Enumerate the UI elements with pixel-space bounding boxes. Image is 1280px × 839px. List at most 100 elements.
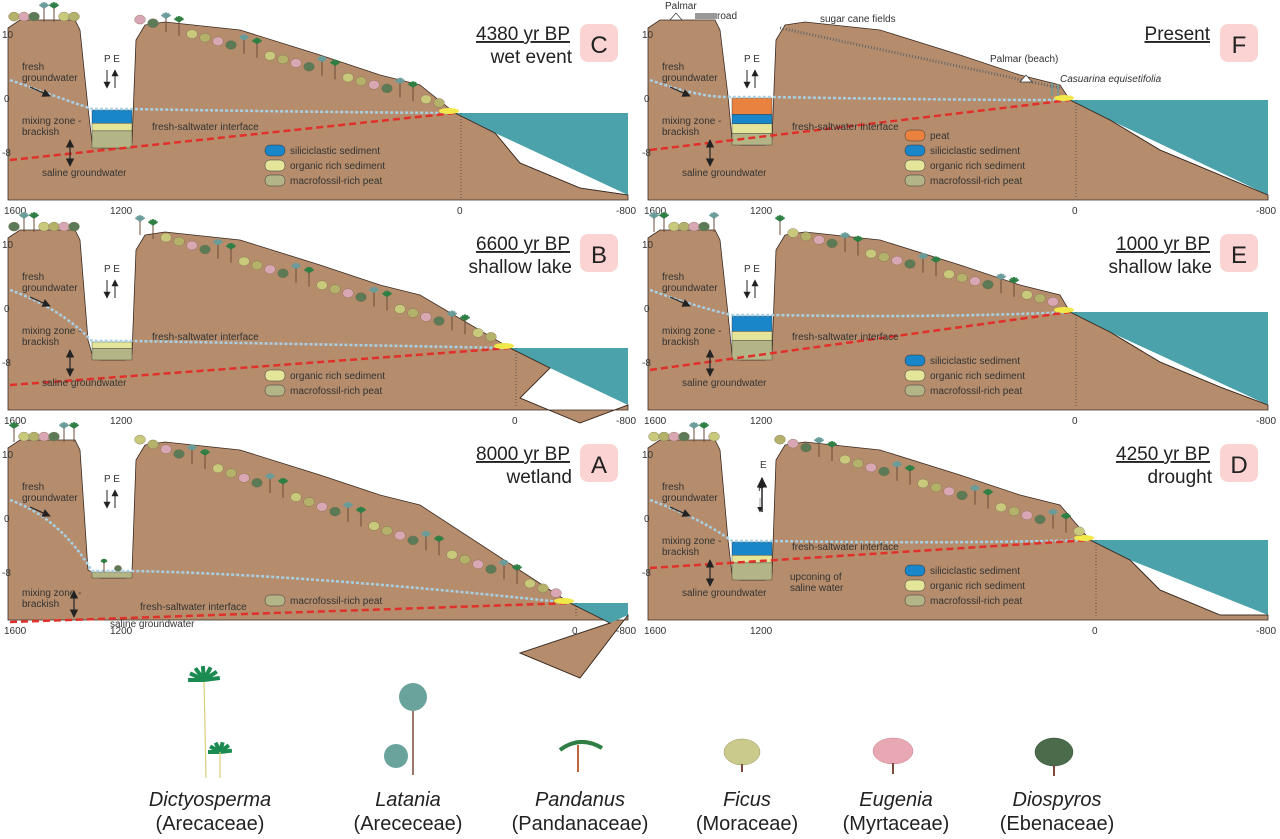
x-tick-0: 0 [512, 416, 518, 427]
legend-swatch-organic [904, 579, 926, 592]
tree-crown-icon [199, 33, 211, 43]
dictyosperma-palm-icon [219, 748, 233, 754]
palm-frond-icon [152, 220, 159, 226]
tree-crown-icon [420, 94, 432, 105]
legend-label-organic: organic rich sediment [930, 581, 1025, 592]
x-tick-1200: 1200 [110, 416, 133, 427]
fresh-label: fresh [662, 482, 684, 493]
mixing-zone-label: mixing zone - [22, 116, 81, 127]
tree-crown-icon [212, 36, 224, 47]
taxon-diospyros: Diospyros(Ebenaceae) [1000, 737, 1114, 835]
fresh-saltwater-interface-line [9, 601, 571, 624]
fresh-label: fresh [22, 62, 44, 73]
legend-label-siliciclastic: siliciclastic sediment [930, 356, 1020, 367]
beach-sand [1074, 535, 1094, 541]
tree-crown-icon [826, 238, 838, 249]
casuarina-label: Casuarina equisetifolia [1060, 74, 1162, 85]
lake-layer-macrofossil [91, 348, 133, 361]
palm-frond-icon [217, 240, 224, 246]
palm-frond-icon [438, 537, 445, 542]
palm-frond-icon [23, 213, 30, 219]
x-tick-0: 0 [457, 206, 463, 217]
taxon-family: (Arececeae) [354, 813, 463, 835]
beach-sand [1054, 95, 1074, 101]
beach-sand [439, 108, 459, 114]
lake-layer-peat [731, 97, 773, 115]
taxon-ficus: Ficus(Moraceae) [696, 738, 798, 835]
palm-frond-icon [818, 438, 825, 444]
palmar-label: Palmar [665, 1, 697, 12]
mixing-zone-label: mixing zone - [22, 326, 81, 337]
panel-letter: F [1232, 32, 1247, 59]
palm-frond-icon [831, 442, 838, 448]
x-tick-1200: 1200 [750, 626, 773, 637]
tree-crown-icon [800, 231, 812, 242]
panel-age: 4250 yr BP [1116, 444, 1210, 465]
y-tick-0: 0 [4, 94, 10, 105]
palm-trunk-icon [203, 679, 207, 779]
panel-event: shallow lake [469, 257, 573, 278]
legend-swatch-siliciclastic [904, 354, 926, 367]
interface-label: fresh-saltwater interface [140, 602, 247, 613]
tree-crown-icon [173, 236, 185, 247]
tree-crown-icon [225, 468, 237, 478]
tree-crown-icon [969, 276, 981, 286]
palm-frond-icon [693, 423, 700, 429]
tree-crown-icon [698, 221, 710, 232]
water-table-line [649, 498, 1091, 544]
tree-crown-icon [160, 232, 172, 243]
palm-frond-icon [43, 3, 50, 9]
panel-age: Present [1145, 24, 1211, 45]
seafloor-line [509, 347, 629, 424]
tree-crown-icon [342, 72, 354, 83]
tree-crown-icon [485, 332, 497, 342]
tree-crown-icon [420, 312, 432, 322]
palm-frond-icon [653, 213, 660, 219]
lake-layer-macrofossil [91, 130, 133, 149]
legend-label-siliciclastic: siliciclastic sediment [930, 146, 1020, 157]
legend-label-organic: organic rich sediment [290, 371, 385, 382]
sea-water [510, 348, 628, 405]
tree-crown-icon [251, 478, 263, 488]
tree-crown-icon [381, 83, 393, 94]
mixing-zone-label: mixing zone - [22, 588, 81, 599]
palm-frond-icon [857, 237, 864, 243]
seafloor-line [1069, 99, 1269, 196]
sugar-cane-label: sugar cane fields [820, 14, 896, 25]
palm-frond-icon [103, 559, 108, 564]
fresh-groundwater-arrow [669, 506, 691, 517]
tree-crown-icon [472, 559, 484, 570]
sea-water [455, 113, 628, 195]
x-tick-1600: 1600 [4, 626, 27, 637]
panel-letter: B [591, 242, 607, 269]
palm-frond-icon [503, 561, 510, 566]
interface-label: fresh-saltwater interface [152, 332, 259, 343]
taxon-pandanus: Pandanus(Pandanaceae) [512, 740, 648, 835]
brackish-label: brackish [22, 599, 59, 610]
latania-palm-icon [384, 744, 408, 768]
panel-badge [580, 234, 618, 272]
taxon-eugenia: Eugenia(Myrtaceae) [843, 737, 949, 835]
palm-frond-icon [974, 486, 981, 492]
water-table-line [649, 288, 1071, 318]
saline-groundwater-label: saline groundwater [42, 168, 127, 179]
tree-crown-icon [459, 554, 471, 565]
interface-label: fresh-saltwater interface [152, 122, 259, 133]
interface-label: fresh-saltwater interface [792, 122, 899, 133]
water-table-line [9, 498, 571, 605]
y-tick-0: 0 [4, 304, 10, 315]
taxon-genus: Diospyros [1013, 789, 1102, 811]
tree-crown-icon [303, 497, 315, 507]
lake-layer-siliciclastic [731, 315, 773, 332]
panel-letter: E [1231, 242, 1247, 269]
tree-crown-icon [186, 29, 198, 39]
palm-frond-icon [73, 423, 80, 429]
palm-frond-icon [1013, 278, 1020, 284]
fresh-label: fresh [22, 482, 44, 493]
tree-crown-icon [1047, 297, 1059, 307]
panel-badge [1220, 24, 1258, 62]
x-tick-minus800: -800 [616, 416, 636, 427]
palm-frond-icon [922, 254, 929, 260]
